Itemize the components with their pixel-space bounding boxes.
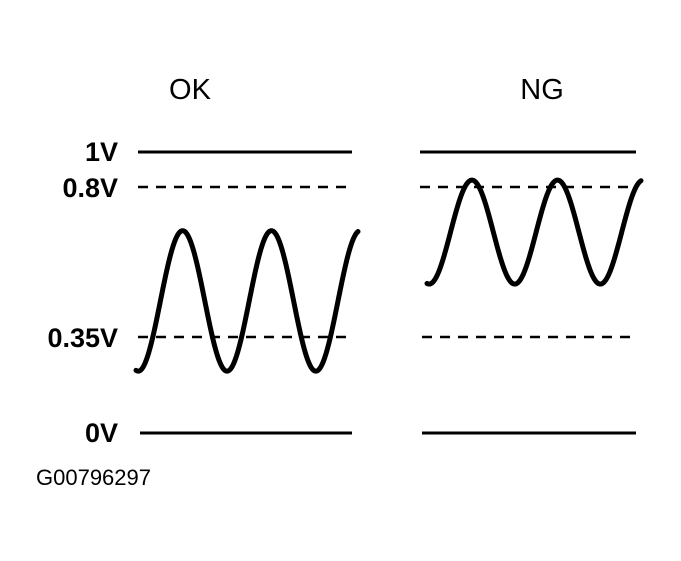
figure-id: G00796297: [36, 465, 151, 490]
level-label-0v: 0V: [85, 418, 118, 448]
ok-reference-lines: [138, 150, 352, 435]
ng-panel-title: NG: [520, 74, 564, 106]
ok-panel-title: OK: [169, 74, 212, 106]
ok-voltage-waveform: [133, 228, 361, 374]
ng-voltage-waveform: [424, 177, 644, 287]
ng-reference-lines: [420, 150, 636, 435]
level-label-1v: 1V: [85, 137, 118, 167]
level-label-0-35v: 0.35V: [47, 323, 118, 353]
level-label-0-8v: 0.8V: [62, 173, 118, 203]
